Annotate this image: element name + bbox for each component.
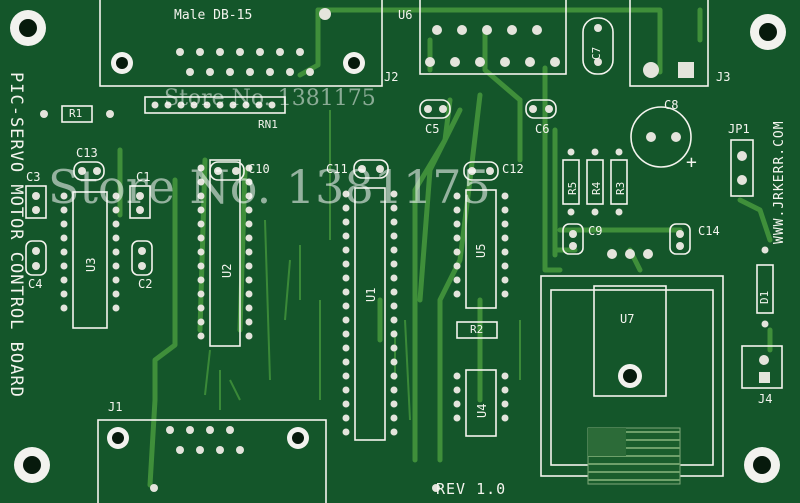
r5-label: R5 (566, 181, 579, 195)
silkscreen-outlines (25, 0, 783, 503)
u6-label: U6 (398, 8, 413, 22)
u5-label: U5 (474, 243, 488, 258)
c14-label: C14 (698, 224, 720, 238)
us-flag-icon (587, 427, 681, 485)
j4-label: J4 (758, 392, 773, 406)
rn1-label: RN1 (258, 118, 278, 131)
c12-label: C12 (502, 162, 524, 176)
d1-label: D1 (758, 290, 771, 304)
u3-label: U3 (84, 257, 98, 272)
c1-label: C1 (136, 170, 151, 184)
pads (32, 8, 770, 492)
j3-label: J3 (716, 70, 731, 84)
c9-label: C9 (588, 224, 603, 238)
u7-label: U7 (620, 312, 635, 326)
j1-label: J1 (108, 400, 123, 414)
r4-label: R4 (590, 181, 603, 195)
u2-label: U2 (220, 263, 234, 278)
r2-label: R2 (470, 323, 484, 336)
mounting-holes (10, 10, 786, 483)
u1-label: U1 (364, 287, 378, 302)
c3-label: C3 (26, 170, 41, 184)
copper-traces (117, 7, 773, 488)
jp1-label: JP1 (728, 122, 750, 136)
thin-traces (204, 110, 521, 421)
c2-label: C2 (138, 277, 153, 291)
website-label: WWW.JRKERR.COM (772, 120, 787, 244)
c13-label: C13 (76, 146, 98, 160)
c6-label: C6 (535, 122, 550, 136)
j2-label: J2 (384, 70, 399, 84)
board-title: PIC-SERVO MOTOR CONTROL BOARD (6, 72, 26, 398)
watermark-small: Store No. 1381175 (164, 86, 376, 111)
u4-label: U4 (475, 403, 489, 418)
c8-label: C8 (664, 98, 679, 112)
r1-label: R1 (69, 107, 83, 120)
c11-label: C11 (326, 162, 348, 176)
db15-label: Male DB-15 (174, 8, 253, 23)
r3-label: R3 (614, 181, 627, 195)
c4-label: C4 (28, 277, 43, 291)
ic-pins (60, 164, 509, 436)
watermark-large: Store No. 1381175 (48, 160, 491, 214)
revision-label: REV 1.0 (436, 480, 507, 498)
c7-label: C7 (590, 46, 603, 60)
c8-plus-label: + (686, 152, 697, 173)
c10-label: C10 (248, 162, 270, 176)
c5-label: C5 (425, 122, 440, 136)
